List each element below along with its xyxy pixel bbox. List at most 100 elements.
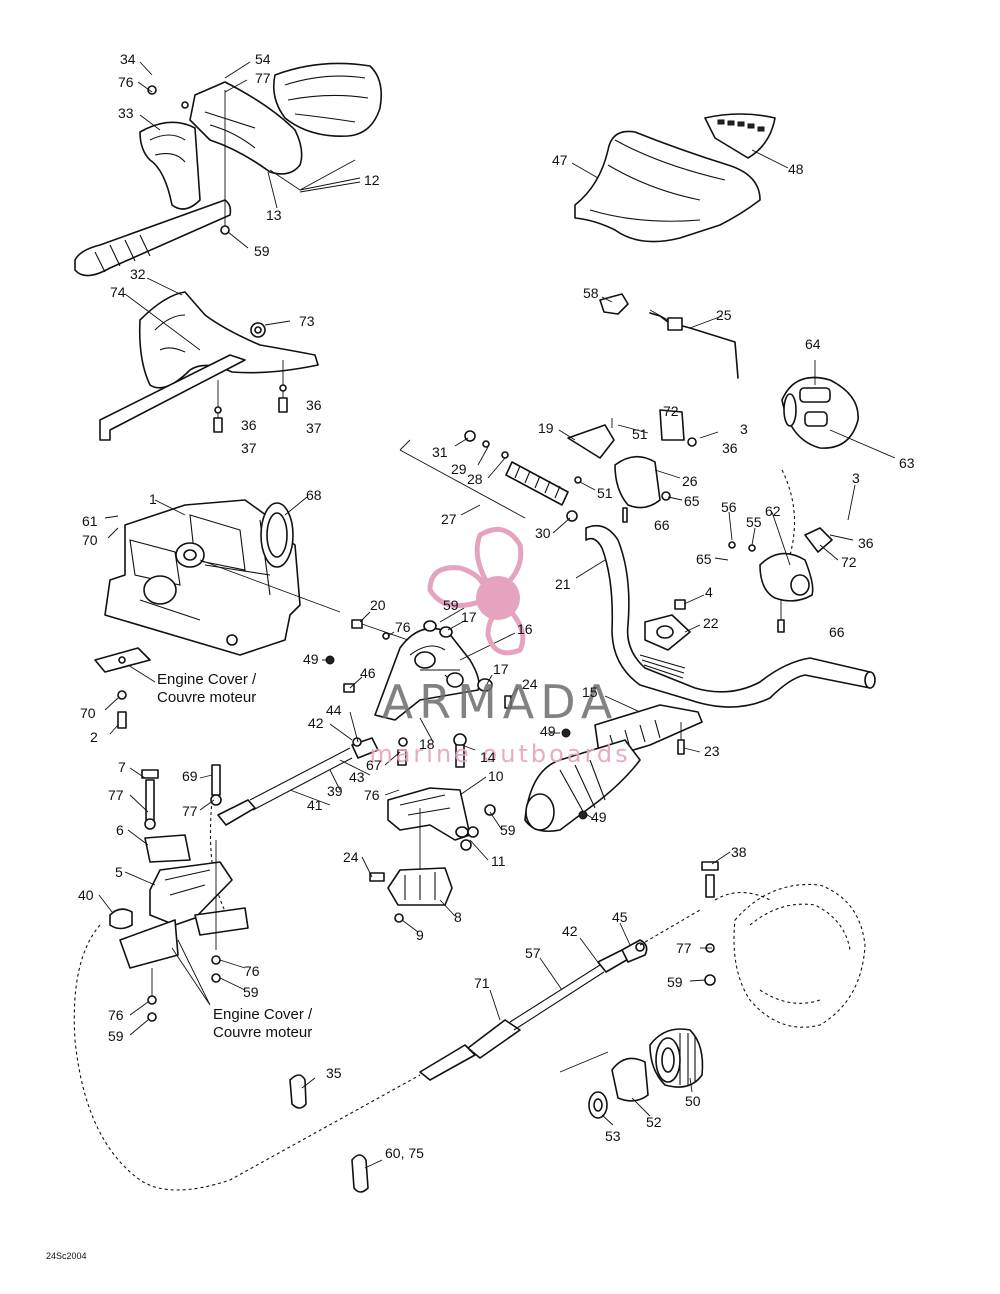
- callout: 38: [731, 844, 747, 860]
- engine-cover-plate: [94, 647, 156, 729]
- support-bracket: [369, 733, 496, 923]
- callout: 48: [788, 161, 804, 177]
- callout: 53: [605, 1128, 621, 1144]
- callout: 33: [118, 105, 134, 121]
- callout: 49: [303, 651, 319, 667]
- switch-housing: [781, 360, 896, 459]
- callout: 76: [108, 1007, 124, 1023]
- jet-nozzle: [701, 861, 866, 1028]
- callout-numbers: 34 54 76 77 33 12 13 59 47 48 32 74 73 3…: [78, 51, 915, 1161]
- callout: 14: [480, 749, 496, 765]
- captions: Engine Cover / Couvre moteur Engine Cove…: [46, 671, 313, 1261]
- callout: 76: [395, 619, 411, 635]
- callout: 20: [370, 597, 386, 613]
- callout: 12: [364, 172, 380, 188]
- watermark-tagline: marine outboards: [369, 740, 630, 768]
- throttle-grip: [524, 704, 703, 833]
- callout: 76: [118, 74, 134, 90]
- steering-cable-upper: [209, 737, 379, 921]
- callout: 60, 75: [385, 1145, 424, 1161]
- watermark-brand: ARMADA: [382, 675, 619, 729]
- callout: 3: [740, 421, 748, 437]
- steering-cable-lower: [419, 909, 701, 1081]
- callout: 23: [704, 743, 720, 759]
- callout: 71: [474, 975, 490, 991]
- callout: 5: [115, 864, 123, 880]
- callout: 63: [899, 455, 915, 471]
- callout: 62: [765, 503, 781, 519]
- callout: 17: [493, 661, 509, 677]
- callout: 59: [500, 822, 516, 838]
- callout: 13: [266, 207, 282, 223]
- callout: 46: [360, 665, 376, 681]
- callout: 32: [130, 266, 146, 282]
- callout: 77: [182, 803, 198, 819]
- callout: 8: [454, 909, 462, 925]
- steering-housing: [104, 499, 341, 656]
- callout: 72: [663, 403, 679, 419]
- callout: 10: [488, 768, 504, 784]
- callout: 15: [582, 684, 598, 700]
- callout: 40: [78, 887, 94, 903]
- callout: 25: [716, 307, 732, 323]
- callout: 74: [110, 284, 126, 300]
- callout: 16: [517, 621, 533, 637]
- callout: 4: [705, 584, 713, 600]
- callout: 47: [552, 152, 568, 168]
- callout: 36: [858, 535, 874, 551]
- callout: 59: [243, 984, 259, 1000]
- callout: 58: [583, 285, 599, 301]
- throttle-bracket: [99, 291, 319, 441]
- callout: 77: [108, 787, 124, 803]
- callout: 59: [443, 597, 459, 613]
- handlebar-tube: [585, 524, 876, 708]
- callout: 45: [612, 909, 628, 925]
- callout: 64: [805, 336, 821, 352]
- engine-cover-caption-2-line1: Engine Cover /: [213, 1006, 313, 1023]
- callout: 29: [451, 461, 467, 477]
- callout: 51: [597, 485, 613, 501]
- callout: 27: [441, 511, 457, 527]
- callout: 77: [255, 70, 271, 86]
- callout: 72: [841, 554, 857, 570]
- callout: 66: [829, 624, 845, 640]
- callout: 11: [491, 853, 506, 869]
- callout: 54: [255, 51, 271, 67]
- callout: 3: [852, 470, 860, 486]
- callout: 77: [676, 940, 692, 956]
- callout: 19: [538, 420, 554, 436]
- callout: 51: [632, 426, 648, 442]
- callout: 9: [416, 927, 424, 943]
- callout: 35: [326, 1065, 342, 1081]
- throttle-housing-parts: [567, 409, 719, 523]
- engine-cover-caption-1-line2: Couvre moteur: [157, 689, 256, 706]
- propeller-logo: [427, 526, 526, 656]
- callout: 52: [646, 1114, 662, 1130]
- handlebar-cover-assembly: [74, 62, 383, 277]
- callout: 68: [306, 487, 322, 503]
- callout: 59: [667, 974, 683, 990]
- callout: 28: [467, 471, 483, 487]
- callout: 42: [308, 715, 324, 731]
- callout: 39: [327, 783, 343, 799]
- callout: 65: [684, 493, 700, 509]
- callout: 76: [244, 963, 260, 979]
- callout: 36: [241, 417, 257, 433]
- figure-code: 24Sc2004: [46, 1251, 87, 1261]
- callout: 55: [746, 514, 762, 530]
- callout: 70: [82, 532, 98, 548]
- armada-watermark: ARMADA marine outboards: [369, 526, 630, 768]
- callout: 22: [703, 615, 719, 631]
- handlebar-pad: [574, 113, 776, 243]
- callout: 69: [182, 768, 198, 784]
- callout: 59: [254, 243, 270, 259]
- callout: 67: [366, 757, 382, 773]
- callout: 17: [461, 609, 477, 625]
- callout: 43: [349, 769, 365, 785]
- steering-arm: [325, 619, 512, 721]
- callout: 31: [432, 444, 448, 460]
- callout: 24: [522, 676, 538, 692]
- callout: 37: [306, 420, 322, 436]
- callout: 59: [108, 1028, 124, 1044]
- callout: 41: [307, 797, 323, 813]
